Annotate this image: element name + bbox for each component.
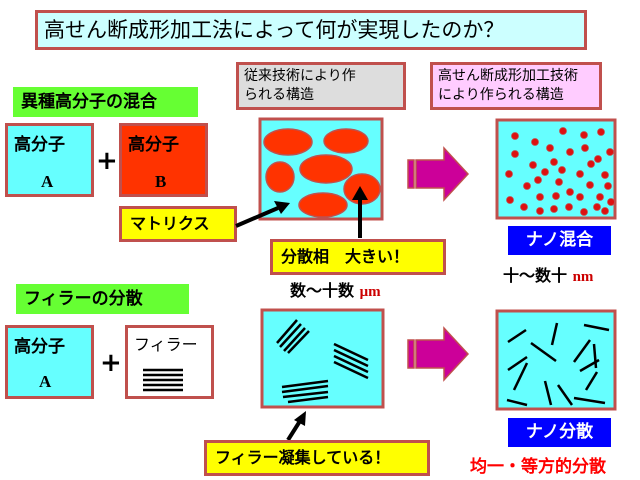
dispersed-domain — [265, 161, 295, 193]
header-high-shear-line2: により作られる構造 — [438, 87, 564, 103]
filler-aggregates — [276, 319, 369, 404]
polymer-b-box: 高分子 B — [119, 123, 208, 197]
aggregation-arrow — [286, 419, 302, 442]
polymer-a-box: 高分子 A — [5, 123, 94, 197]
matrix-callout: マトリクス — [119, 206, 237, 242]
polymer-a-letter: A — [41, 172, 54, 191]
nano-particles — [505, 127, 615, 216]
polymer-b-letter: B — [155, 172, 167, 191]
nano-blend-scale-unit: nm — [572, 269, 594, 285]
header-high-shear: 高せん断成形加工技術 により作られる構造 — [430, 62, 602, 110]
header-conventional: 従来技術により作 られる構造 — [236, 62, 406, 110]
dispersed-arrow-head — [352, 186, 368, 200]
filler-stack-icon — [143, 368, 183, 392]
dispersed-domain — [323, 128, 369, 154]
header-conventional-line1: 従来技術により作 — [244, 68, 356, 84]
transition-arrow-bottom — [407, 326, 470, 382]
dispersed-phase-callout: 分散相 大きい！ — [270, 239, 446, 275]
header-conventional-line2: られる構造 — [244, 87, 314, 103]
polymer-a-label-2: 高分子 — [14, 337, 65, 357]
polymer-a-letter-2: A — [39, 372, 52, 391]
nano-blend-scale: 十〜数十 nm — [503, 262, 593, 286]
dispersed-fillers — [506, 322, 610, 407]
conventional-scale-value: 数〜十数 — [290, 281, 355, 300]
plus-sign: + — [96, 146, 118, 176]
section-label-filler-dispersion: フィラーの分散 — [16, 284, 189, 314]
matrix-arrow — [235, 206, 279, 228]
dispersed-domain — [263, 128, 313, 156]
nano-blend-scale-value: 十〜数十 — [503, 266, 568, 285]
header-high-shear-line1: 高せん断成形加工技術 — [438, 68, 578, 84]
page-title: 高せん断成形加工法によって何が実現したのか？ — [35, 10, 587, 50]
polymer-b-label: 高分子 — [128, 135, 179, 155]
dispersed-domain — [299, 154, 353, 184]
nano-dispersion-badge: ナノ分散 — [508, 418, 611, 447]
polymer-a-box-2: 高分子 A — [5, 325, 94, 399]
conventional-scale: 数〜十数 μm — [290, 277, 381, 301]
matrix-arrow-head — [274, 201, 290, 214]
section-label-polymer-blend: 異種高分子の混合 — [13, 87, 198, 117]
conventional-scale-unit: μm — [359, 284, 381, 300]
nano-blend-badge: ナノ混合 — [508, 226, 611, 255]
dispersed-domain — [298, 192, 348, 218]
aggregation-callout: フィラー凝集している！ — [204, 440, 430, 476]
filler-box: フィラー — [125, 325, 214, 399]
aggregation-arrow-head — [294, 411, 306, 426]
dispersion-note: 均一・等方的分散 — [470, 457, 606, 477]
filler-label: フィラー — [134, 335, 198, 354]
plus-sign-2: + — [100, 348, 122, 378]
transition-arrow-top — [407, 146, 470, 202]
polymer-a-label: 高分子 — [14, 135, 65, 155]
